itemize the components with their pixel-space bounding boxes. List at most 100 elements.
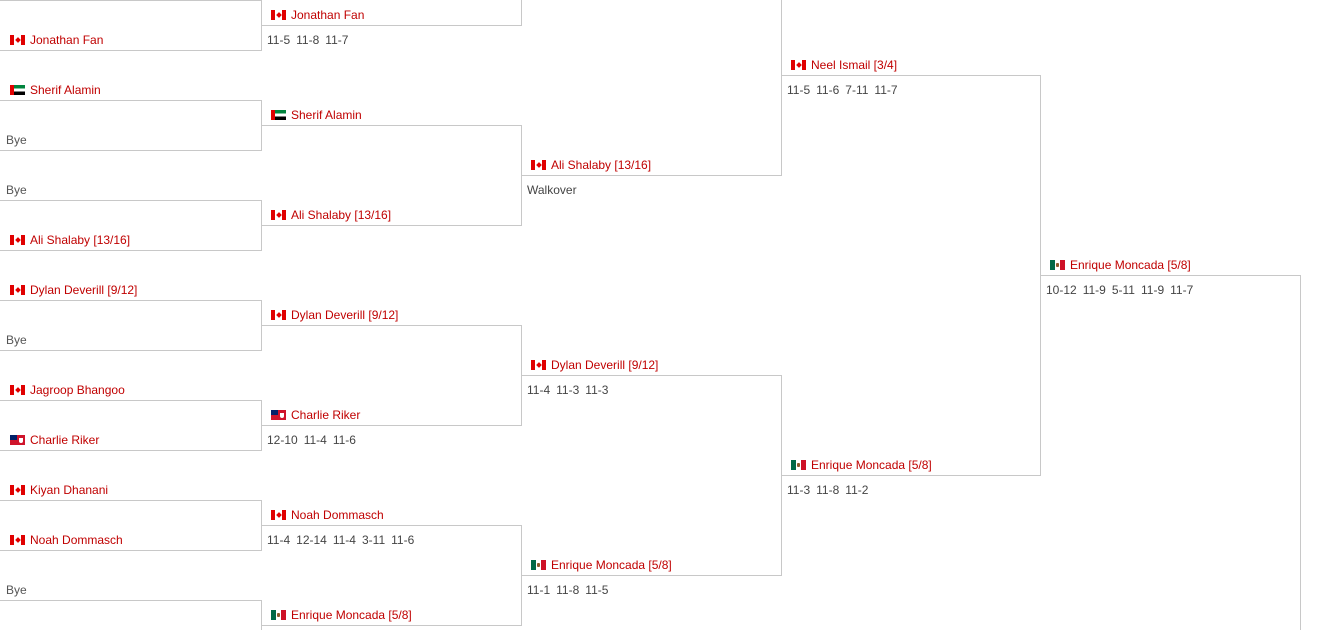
- canada-flag-icon: [10, 385, 25, 395]
- bracket-line: [0, 0, 262, 1]
- game-score: 11-4: [303, 433, 327, 447]
- player-name-link[interactable]: Dylan Deverill [9/12]: [551, 358, 659, 372]
- game-score: 12-14: [296, 533, 327, 547]
- canada-flag-icon: [271, 210, 286, 220]
- match-winner[interactable]: Sherif Alamin: [271, 107, 362, 123]
- match-winner[interactable]: Ali Shalaby [13/16]: [271, 207, 391, 223]
- bracket-line: [782, 475, 1041, 476]
- game-score: 12-10: [267, 433, 298, 447]
- canada-flag-icon: [10, 35, 25, 45]
- draw-slot-player[interactable]: Dylan Deverill [9/12]: [10, 282, 137, 298]
- game-score: 3-11: [361, 533, 386, 547]
- player-name-link[interactable]: Sherif Alamin: [30, 83, 101, 97]
- game-score: 11-4: [332, 533, 356, 547]
- game-score: 11-6: [391, 533, 415, 547]
- match-winner[interactable]: Ali Shalaby [13/16]: [531, 157, 651, 173]
- match-winner[interactable]: Charlie Riker: [271, 407, 360, 423]
- game-score: 11-4: [267, 533, 291, 547]
- player-name-link[interactable]: Dylan Deverill [9/12]: [291, 308, 399, 322]
- canada-flag-icon: [10, 235, 25, 245]
- match-score: Walkover: [527, 182, 583, 198]
- player-name-link[interactable]: Ali Shalaby [13/16]: [291, 208, 392, 222]
- draw-slot-player[interactable]: Noah Dommasch: [10, 532, 123, 548]
- bracket-line: [0, 100, 262, 101]
- draw-slot-player[interactable]: Kiyan Dhanani: [10, 482, 108, 498]
- player-name-link[interactable]: Neel Ismail [3/4]: [811, 58, 898, 72]
- canada-flag-icon: [10, 485, 25, 495]
- player-name-link[interactable]: Enrique Moncada [5/8]: [811, 458, 932, 472]
- bye-label: Bye: [6, 583, 27, 597]
- match-winner[interactable]: Neel Ismail [3/4]: [791, 57, 897, 73]
- bracket-line: [261, 200, 262, 251]
- bracket-line: [262, 125, 522, 126]
- player-name-link[interactable]: Ali Shalaby [13/16]: [30, 233, 131, 247]
- mexico-flag-icon: [791, 460, 806, 470]
- bermuda-flag-icon: [271, 410, 286, 420]
- draw-slot-player[interactable]: Ali Shalaby [13/16]: [10, 232, 130, 248]
- draw-slot-player[interactable]: Sherif Alamin: [10, 82, 101, 98]
- draw-slot-player[interactable]: Jonathan Fan: [10, 32, 103, 48]
- player-name-link[interactable]: Sherif Alamin: [291, 108, 362, 122]
- bracket-line: [781, 0, 782, 176]
- bracket-line: [521, 325, 522, 426]
- bracket-line: [0, 450, 262, 451]
- game-score: 11-1: [527, 583, 551, 597]
- match-winner[interactable]: Noah Dommasch: [271, 507, 384, 523]
- game-score: 11-9: [1082, 283, 1106, 297]
- bracket-line: [261, 100, 262, 151]
- bermuda-flag-icon: [10, 435, 25, 445]
- player-name-link[interactable]: Charlie Riker: [30, 433, 100, 447]
- match-winner[interactable]: Jonathan Fan: [271, 7, 364, 23]
- player-name-link[interactable]: Kiyan Dhanani: [30, 483, 109, 497]
- bracket-line: [261, 600, 262, 630]
- bracket-line: [261, 500, 262, 551]
- match-winner[interactable]: Enrique Moncada [5/8]: [271, 607, 412, 623]
- game-score: 11-7: [874, 83, 898, 97]
- bracket-line: [261, 300, 262, 351]
- player-name-link[interactable]: Jonathan Fan: [291, 8, 365, 22]
- player-name-link[interactable]: Jonathan Fan: [30, 33, 104, 47]
- game-score: 10-12: [1046, 283, 1077, 297]
- bye-label: Bye: [6, 333, 27, 347]
- bracket-line: [1300, 275, 1301, 630]
- bye-label: Bye: [6, 133, 27, 147]
- walkover-label: Walkover: [527, 183, 577, 197]
- bracket-line: [0, 250, 262, 251]
- bracket-line: [261, 0, 262, 51]
- game-score: 11-3: [585, 383, 609, 397]
- game-score: 7-11: [845, 83, 869, 97]
- player-name-link[interactable]: Jagroop Bhangoo: [30, 383, 125, 397]
- match-score: 12-10 11-4 11-6: [267, 432, 362, 448]
- game-score: 11-6: [332, 433, 356, 447]
- canada-flag-icon: [271, 310, 286, 320]
- player-name-link[interactable]: Ali Shalaby [13/16]: [551, 158, 652, 172]
- player-name-link[interactable]: Noah Dommasch: [291, 508, 384, 522]
- bracket-line: [1040, 75, 1041, 476]
- player-name-link[interactable]: Noah Dommasch: [30, 533, 123, 547]
- mexico-flag-icon: [531, 560, 546, 570]
- draw-slot-player[interactable]: Jagroop Bhangoo: [10, 382, 125, 398]
- match-winner[interactable]: Enrique Moncada [5/8]: [531, 557, 672, 573]
- player-name-link[interactable]: Charlie Riker: [291, 408, 361, 422]
- player-name-link[interactable]: Enrique Moncada [5/8]: [291, 608, 412, 622]
- bracket-line: [0, 200, 262, 201]
- match-winner[interactable]: Dylan Deverill [9/12]: [271, 307, 398, 323]
- bracket-line: [781, 375, 782, 576]
- match-winner[interactable]: Dylan Deverill [9/12]: [531, 357, 658, 373]
- canada-flag-icon: [531, 360, 546, 370]
- match-winner[interactable]: Enrique Moncada [5/8]: [1050, 257, 1191, 273]
- player-name-link[interactable]: Dylan Deverill [9/12]: [30, 283, 138, 297]
- draw-slot-player[interactable]: Charlie Riker: [10, 432, 99, 448]
- bracket-line: [262, 325, 522, 326]
- game-score: 11-8: [296, 33, 320, 47]
- match-winner[interactable]: Enrique Moncada [5/8]: [791, 457, 932, 473]
- game-score: 11-5: [585, 583, 609, 597]
- player-name-link[interactable]: Enrique Moncada [5/8]: [551, 558, 672, 572]
- bracket-line: [522, 375, 782, 376]
- player-name-link[interactable]: Enrique Moncada [5/8]: [1070, 258, 1191, 272]
- bracket-line: [0, 400, 262, 401]
